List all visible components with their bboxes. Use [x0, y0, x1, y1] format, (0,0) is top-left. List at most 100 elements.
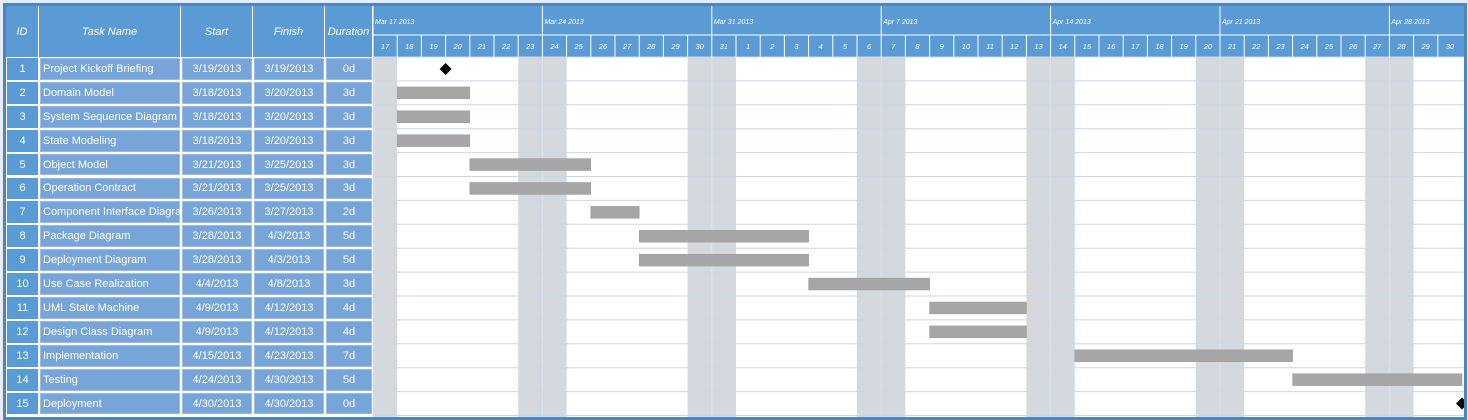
day-label: 5: [843, 42, 848, 51]
task-start: 3/21/2013: [181, 152, 253, 177]
task-finish: 4/23/2013: [253, 343, 325, 368]
task-name: Component Interface Diagram: [39, 200, 181, 225]
weekend-column: [1195, 57, 1220, 417]
task-bar: [638, 253, 809, 267]
task-id: 15: [6, 391, 39, 416]
task-name: Deployment Diagram: [39, 248, 181, 273]
task-id: 6: [6, 176, 39, 201]
day-label: 26: [598, 42, 608, 51]
day-label: 10: [962, 42, 971, 51]
id-column-header: ID: [6, 6, 39, 57]
day-label: 12: [1010, 42, 1019, 51]
task-id: 5: [6, 152, 39, 177]
task-id: 2: [6, 80, 39, 105]
task-finish: 3/27/2013: [253, 200, 325, 225]
task-finish: 3/20/2013: [253, 80, 325, 105]
weekend-column: [857, 57, 882, 417]
finish-column-header: Finish: [253, 6, 325, 57]
week-label: Apr 21 2013: [1221, 19, 1260, 26]
day-label: 4: [819, 42, 823, 51]
task-name: UML State Machine: [39, 296, 181, 320]
task-name: Deployment: [39, 391, 181, 416]
weekend-column: [542, 57, 567, 417]
task-bar: [929, 325, 1027, 339]
task-finish: 4/30/2013: [253, 367, 325, 392]
task-bar: [469, 158, 592, 171]
task-start: 3/18/2013: [181, 128, 253, 153]
task-start: 4/4/2013: [181, 272, 253, 296]
task-start: 3/26/2013: [181, 200, 253, 225]
week-label: Apr 14 2013: [1052, 19, 1091, 26]
task-name: Design Class Diagram: [39, 319, 181, 344]
day-label: 15: [1083, 42, 1092, 51]
task-start: 4/9/2013: [181, 319, 253, 344]
task-finish: 4/12/2013: [253, 296, 325, 320]
weekend-column: [1365, 57, 1390, 417]
task-duration: 2d: [325, 200, 373, 225]
day-label: 2: [769, 42, 775, 51]
task-bar: [929, 301, 1027, 315]
day-label: 27: [1372, 42, 1382, 51]
start-column-header: Start: [181, 6, 253, 57]
day-label: 23: [1275, 42, 1285, 51]
task-id: 14: [6, 367, 39, 392]
weekend-column: [1220, 57, 1245, 417]
day-label: 30: [1446, 42, 1455, 51]
timeline-header: [373, 6, 1464, 57]
weekend-column: [881, 57, 906, 417]
task-start: 3/28/2013: [181, 248, 253, 273]
day-label: 17: [381, 42, 390, 51]
task-duration: 5d: [325, 367, 373, 392]
day-label: 1: [746, 42, 750, 51]
day-label: 23: [525, 42, 535, 51]
task-id: 11: [6, 296, 39, 320]
day-label: 24: [549, 42, 558, 51]
day-label: 25: [1324, 42, 1334, 51]
day-label: 11: [986, 42, 994, 51]
weekend-column: [1389, 57, 1414, 417]
task-name: Operation Contract: [39, 176, 181, 201]
day-label: 7: [891, 42, 896, 51]
week-label: Apr 28 2013: [1390, 19, 1429, 26]
task-duration: 3d: [325, 152, 373, 177]
task-start: 3/21/2013: [181, 176, 253, 201]
day-label: 19: [1180, 42, 1189, 51]
task-duration: 0d: [325, 57, 373, 81]
task-bar: [1292, 373, 1463, 386]
weekend-column: [373, 57, 398, 417]
weekend-column: [1026, 57, 1051, 417]
task-finish: 4/8/2013: [253, 272, 325, 296]
task-id: 4: [6, 128, 39, 153]
task-start: 4/30/2013: [181, 391, 253, 416]
task-bar: [590, 206, 640, 219]
task-start: 4/15/2013: [181, 343, 253, 368]
day-label: 9: [940, 42, 945, 51]
task-duration: 5d: [325, 248, 373, 273]
day-label: 30: [696, 42, 705, 51]
task-name-column-header: Task Name: [39, 6, 181, 57]
task-duration: 7d: [325, 343, 373, 368]
task-name: Use Case Realization: [39, 272, 181, 296]
task-finish: 3/20/2013: [253, 104, 325, 129]
task-id: 13: [6, 343, 39, 368]
task-start: 3/28/2013: [181, 224, 253, 249]
task-name: State Modeling: [39, 128, 181, 153]
task-start: 4/24/2013: [181, 367, 253, 392]
task-finish: 4/12/2013: [253, 319, 325, 344]
day-label: 20: [453, 42, 463, 51]
task-bar: [396, 134, 471, 147]
task-name: Domain Model: [39, 80, 181, 105]
week-label: Apr 7 2013: [882, 19, 917, 26]
task-finish: 4/3/2013: [253, 224, 325, 249]
day-label: 28: [1396, 42, 1406, 51]
task-finish: 4/30/2013: [253, 391, 325, 416]
day-label: 25: [574, 42, 584, 51]
task-name: Object Model: [39, 152, 181, 177]
day-label: 18: [1155, 42, 1164, 51]
task-name: Implementation: [39, 343, 181, 368]
task-id: 3: [6, 104, 39, 129]
task-duration: 5d: [325, 224, 373, 249]
day-label: 20: [1203, 42, 1213, 51]
